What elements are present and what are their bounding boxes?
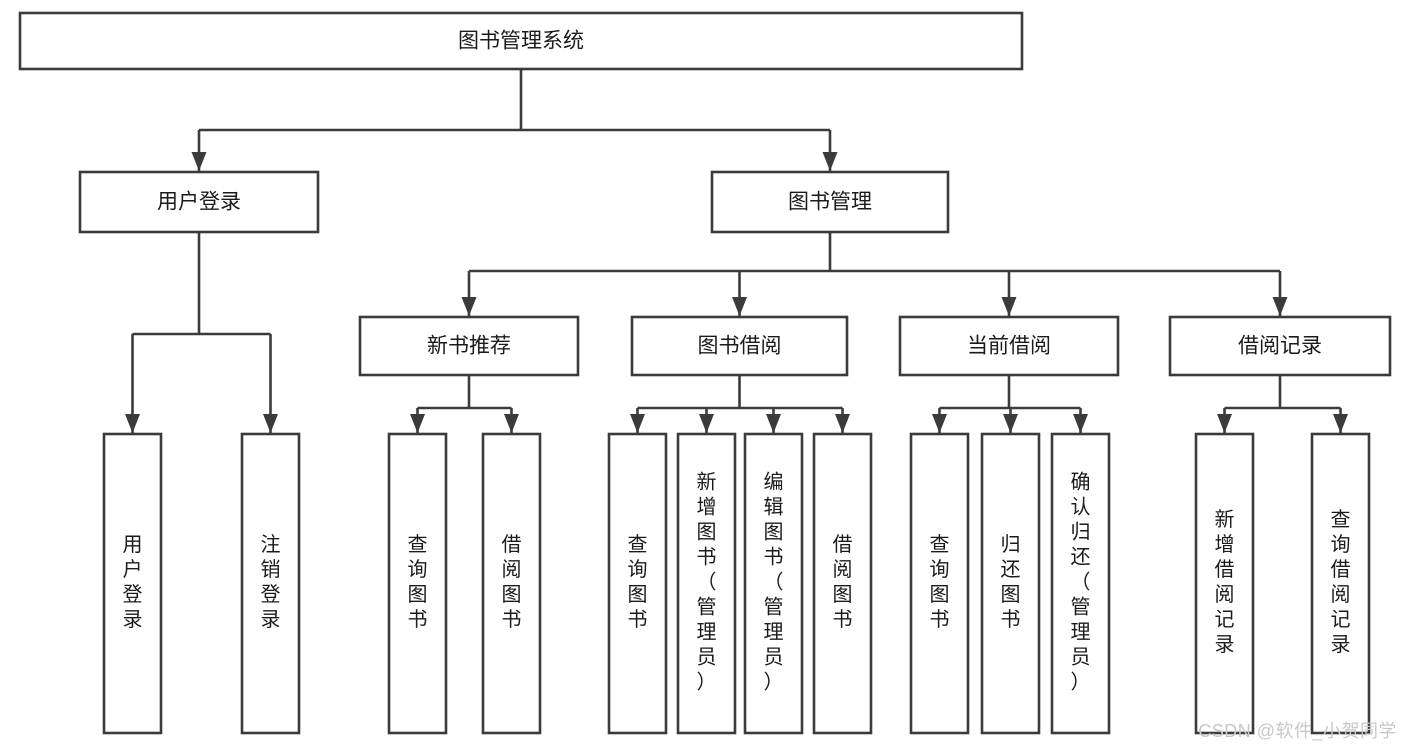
connector-layer [125, 69, 1348, 433]
node-leaf-logout[interactable]: 注销登录 [240, 432, 301, 735]
node-box-book-borrow[interactable] [630, 315, 849, 377]
node-box-leaf-query-book-3[interactable] [909, 432, 970, 735]
node-label-leaf-edit-book: 编辑图书（管理员） [764, 471, 784, 694]
node-leaf-return-book[interactable]: 归还图书 [980, 432, 1041, 735]
node-label-user-login: 用户登录 [157, 191, 241, 214]
node-label-leaf-add-book: 新增图书（管理员） [697, 471, 717, 694]
node-label-new-book-rec: 新书推荐 [427, 335, 511, 358]
node-leaf-query-book-3[interactable]: 查询图书 [909, 432, 970, 735]
node-user-login[interactable]: 用户登录 [78, 170, 320, 234]
node-label-borrow-record: 借阅记录 [1238, 335, 1322, 358]
node-box-current-borrow[interactable] [898, 315, 1120, 377]
node-label-leaf-return-book: 归还图书 [1001, 533, 1021, 631]
node-leaf-borrow-book-2[interactable]: 借阅图书 [812, 432, 873, 735]
node-box-user-login[interactable] [78, 170, 320, 234]
node-label-leaf-add-record: 新增借阅记录 [1215, 508, 1235, 656]
node-leaf-add-book[interactable]: 新增图书（管理员） [676, 432, 737, 735]
node-label-leaf-query-book-2: 查询图书 [628, 533, 648, 631]
connector-group-book-borrow [630, 375, 850, 433]
node-box-book-manage[interactable] [710, 170, 950, 234]
node-root[interactable]: 图书管理系统 [18, 11, 1024, 71]
node-label-book-borrow: 图书借阅 [698, 335, 782, 358]
node-box-root[interactable] [18, 11, 1024, 71]
connector-group-current-borrow [932, 375, 1088, 433]
node-box-new-book-rec[interactable] [358, 315, 580, 377]
node-label-book-manage: 图书管理 [788, 191, 872, 214]
node-leaf-borrow-book-1[interactable]: 借阅图书 [481, 432, 542, 735]
node-box-leaf-edit-book[interactable] [743, 432, 804, 735]
node-leaf-query-book-2[interactable]: 查询图书 [607, 432, 668, 735]
connector-group-new-book-rec [410, 375, 519, 433]
watermark-text: CSDN @软件_小贺同学 [1198, 721, 1397, 741]
connector-group-borrow-record [1217, 375, 1348, 433]
node-box-leaf-borrow-book-1[interactable] [481, 432, 542, 735]
node-layer: 图书管理系统用户登录图书管理新书推荐图书借阅当前借阅借阅记录用户登录注销登录查询… [18, 11, 1392, 735]
node-new-book-rec[interactable]: 新书推荐 [358, 315, 580, 377]
node-label-root: 图书管理系统 [458, 30, 584, 53]
node-book-borrow[interactable]: 图书借阅 [630, 315, 849, 377]
node-label-leaf-borrow-book-1: 借阅图书 [502, 533, 522, 631]
connector-group-book-manage [461, 232, 1288, 316]
node-leaf-query-record[interactable]: 查询借阅记录 [1310, 432, 1371, 735]
node-leaf-user-login[interactable]: 用户登录 [102, 432, 163, 735]
node-book-manage[interactable]: 图书管理 [710, 170, 950, 234]
node-box-leaf-query-record[interactable] [1310, 432, 1371, 735]
node-box-leaf-query-book-1[interactable] [387, 432, 448, 735]
node-label-leaf-confirm-return: 确认归还（管理员） [1071, 471, 1091, 694]
connector-group-root [191, 69, 838, 171]
node-label-leaf-query-record: 查询借阅记录 [1331, 508, 1351, 656]
node-label-leaf-logout: 注销登录 [261, 533, 281, 631]
node-current-borrow[interactable]: 当前借阅 [898, 315, 1120, 377]
node-box-leaf-user-login[interactable] [102, 432, 163, 735]
node-label-leaf-user-login: 用户登录 [123, 534, 143, 631]
node-box-leaf-add-record[interactable] [1194, 432, 1255, 735]
node-leaf-edit-book[interactable]: 编辑图书（管理员） [743, 432, 804, 735]
node-label-current-borrow: 当前借阅 [967, 335, 1051, 358]
node-box-leaf-confirm-return[interactable] [1050, 432, 1111, 735]
node-box-borrow-record[interactable] [1168, 315, 1392, 377]
node-borrow-record[interactable]: 借阅记录 [1168, 315, 1392, 377]
node-label-leaf-borrow-book-2: 借阅图书 [833, 533, 853, 631]
node-leaf-add-record[interactable]: 新增借阅记录 [1194, 432, 1255, 735]
node-box-leaf-borrow-book-2[interactable] [812, 432, 873, 735]
node-label-leaf-query-book-1: 查询图书 [408, 533, 428, 631]
node-box-leaf-return-book[interactable] [980, 432, 1041, 735]
node-label-leaf-query-book-3: 查询图书 [930, 533, 950, 631]
node-box-leaf-query-book-2[interactable] [607, 432, 668, 735]
node-leaf-confirm-return[interactable]: 确认归还（管理员） [1050, 432, 1111, 735]
connector-group-user-login [125, 232, 278, 433]
node-box-leaf-add-book[interactable] [676, 432, 737, 735]
node-leaf-query-book-1[interactable]: 查询图书 [387, 432, 448, 735]
node-box-leaf-logout[interactable] [240, 432, 301, 735]
